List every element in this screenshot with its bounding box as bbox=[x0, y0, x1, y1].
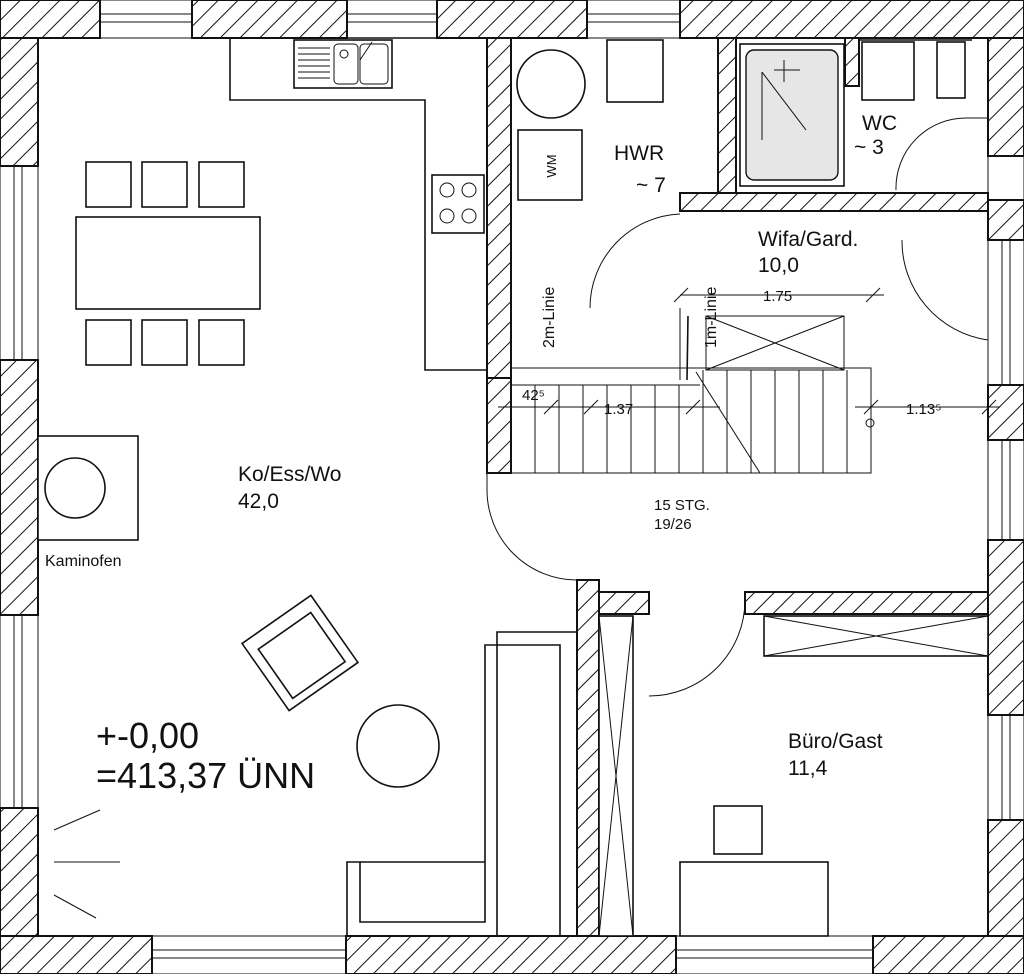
wc-area: ~ 3 bbox=[854, 136, 884, 159]
dim-42-5: 42⁵ bbox=[522, 387, 545, 404]
sofa bbox=[346, 631, 577, 936]
toilet-icon bbox=[858, 39, 988, 191]
hwr-area: ~ 7 bbox=[636, 174, 666, 197]
fireplace-label: Kaminofen bbox=[45, 553, 122, 570]
wifa-door bbox=[589, 213, 989, 341]
level-above-sea: =413,37 ÜNN bbox=[96, 755, 315, 796]
dim-1-75: 1.75 bbox=[763, 288, 792, 305]
interior-walls bbox=[486, 37, 989, 937]
fireplace-icon bbox=[37, 435, 139, 541]
wifa-name: Wifa/Gard. bbox=[758, 228, 858, 251]
armchair bbox=[240, 594, 360, 712]
dim-1-13-5: 1.13⁵ bbox=[906, 401, 941, 418]
wc-name: WC bbox=[862, 112, 897, 135]
sink-icon bbox=[293, 39, 393, 89]
line-2m-label: 2m-Linie bbox=[541, 287, 558, 348]
washing-machine-icon: WM bbox=[517, 129, 583, 201]
living-room-name: Ko/Ess/Wo bbox=[238, 463, 341, 486]
living-room-area: 42,0 bbox=[238, 490, 279, 513]
office-furniture bbox=[598, 599, 989, 937]
staircase bbox=[510, 308, 872, 474]
office-name: Büro/Gast bbox=[788, 730, 883, 753]
dining-table bbox=[75, 161, 261, 366]
dimension-lines bbox=[498, 287, 1000, 428]
hwr-name: HWR bbox=[614, 142, 664, 165]
window-sill-lines bbox=[53, 809, 120, 919]
labels: Ko/Ess/Wo 42,0 Kaminofen HWR ~ 7 WC ~ 3 … bbox=[45, 112, 941, 796]
shower-icon bbox=[739, 43, 845, 187]
kitchen-counter bbox=[229, 37, 487, 371]
level-elevation: +-0,00 bbox=[96, 715, 199, 756]
hwr-fixtures: WM bbox=[516, 39, 664, 201]
stairs-steps: 15 STG. bbox=[654, 497, 710, 514]
hall-door bbox=[486, 473, 578, 581]
svg-text:WM: WM bbox=[544, 154, 559, 177]
round-side-table bbox=[356, 704, 440, 788]
line-1m-label: 1m-Linie bbox=[703, 287, 720, 348]
office-area: 11,4 bbox=[788, 757, 828, 780]
wifa-area: 10,0 bbox=[758, 254, 799, 277]
dim-1-37: 1.37 bbox=[604, 401, 633, 418]
stairs-ratio: 19/26 bbox=[654, 516, 692, 533]
stove-icon bbox=[431, 174, 485, 234]
